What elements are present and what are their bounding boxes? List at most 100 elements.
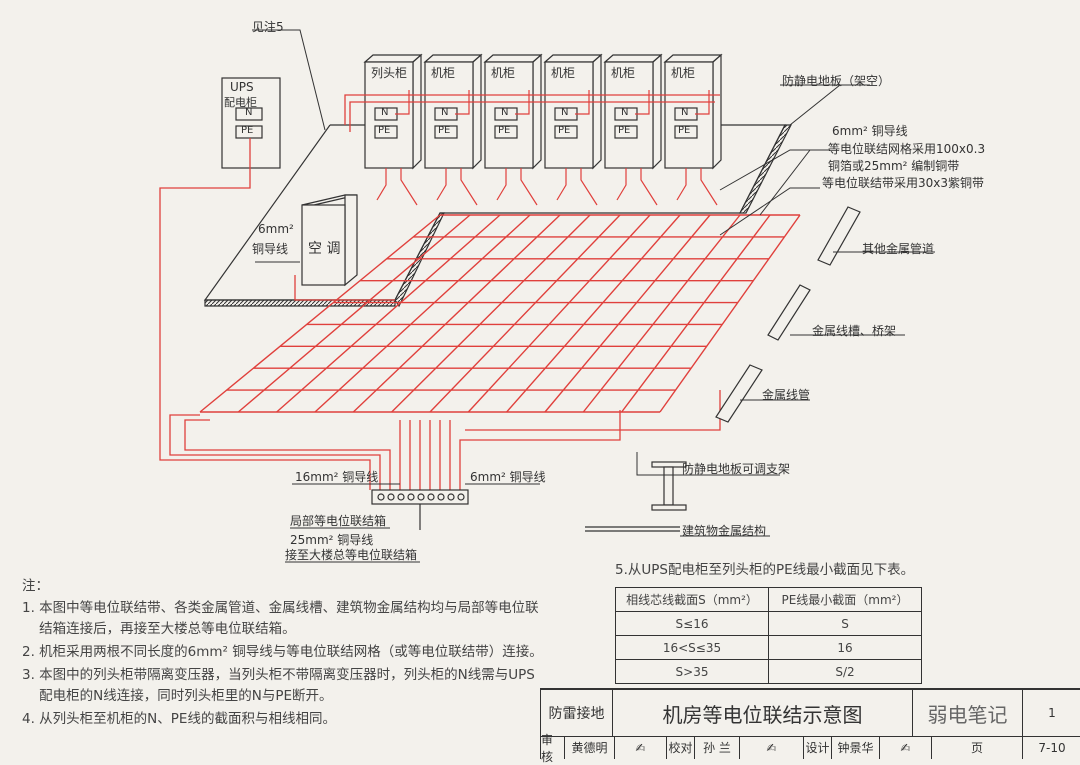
- terminal: [447, 493, 455, 501]
- antistatic-floor-label: 防静电地板（架空）: [782, 74, 891, 88]
- copper-16mm-label: 16mm² 铜导线: [295, 470, 379, 484]
- reviewer: 黄德明: [565, 736, 615, 759]
- ups-label-2: 配电柜: [224, 96, 257, 109]
- grid-line: [314, 214, 531, 413]
- equipotential-grid: [199, 214, 801, 413]
- pe-terminal-label: PE: [438, 125, 451, 136]
- cabinet-label: 列头柜: [371, 66, 408, 80]
- air-conditioner: [301, 194, 358, 287]
- cell: S≤16: [615, 611, 769, 636]
- grid-line: [621, 214, 771, 413]
- local-bonding-box: [371, 489, 469, 530]
- floor-support: [585, 461, 687, 532]
- note-line: 配电柜的N线连接，同时列头柜里的N与PE断开。: [22, 688, 333, 704]
- cell: 16<S≤35: [615, 635, 769, 660]
- grid-line: [391, 214, 591, 413]
- n-terminal-label: N: [501, 107, 509, 118]
- notes-title: 注：: [22, 578, 49, 594]
- head-cabinet: [363, 53, 423, 206]
- pe-terminal-label: PE: [558, 125, 571, 136]
- grid-line: [506, 214, 681, 413]
- strip-spec-label: 等电位联结带采用30x3紫铜带: [822, 176, 985, 190]
- ac-copper-label: 6mm²: [258, 222, 294, 236]
- ac-copper-label-2: 铜导线: [252, 242, 289, 256]
- cell: 16: [768, 635, 922, 660]
- note-line: 1. 本图中等电位联结带、各类金属管道、金属线槽、建筑物金属结构均与局部等电位联: [22, 600, 539, 616]
- check-label: 校对: [667, 736, 695, 759]
- terminal: [387, 493, 395, 501]
- ups-pe-label: PE: [241, 125, 254, 136]
- grid-line: [429, 214, 621, 413]
- terminal: [377, 493, 385, 501]
- cell: S>35: [615, 659, 769, 684]
- floor-support-label: 防静电地板可调支架: [682, 462, 791, 476]
- title-block: 防雷接地 机房等电位联结示意图 弱电笔记 1 审核 黄德明 ✍ 校对 孙 兰 ✍…: [540, 688, 1080, 764]
- table-header: PE线最小截面（mm²）: [768, 587, 922, 612]
- n-terminal-label: N: [441, 107, 449, 118]
- note-line: 结箱连接后，再接至大楼总等电位联结箱。: [22, 621, 296, 637]
- n-terminal-label: N: [381, 107, 389, 118]
- cabinet-row: [363, 53, 723, 206]
- note-line: 3. 本图中的列头柜带隔离变压器，当列头柜不带隔离变压器时，列头柜的N线需与UP…: [22, 667, 535, 683]
- air-conditioner-label: 空 调: [308, 241, 341, 257]
- grid-line: [199, 214, 441, 413]
- drawing-title: 机房等电位联结示意图: [613, 690, 913, 736]
- cabinet-label: 机柜: [431, 66, 456, 80]
- foil-spec-label: 铜箔或25mm² 编制铜带: [828, 159, 960, 173]
- grid-line: [352, 214, 561, 413]
- note-line: 4. 从列头柜至机柜的N、PE线的截面积与相线相同。: [22, 711, 336, 727]
- ups-cabinet: [221, 77, 281, 169]
- cabinet-label: 机柜: [611, 66, 636, 80]
- terminal: [437, 493, 445, 501]
- grid-line: [544, 214, 711, 413]
- checker: 孙 兰: [695, 736, 740, 759]
- note-5: 5.从UPS配电柜至列头柜的PE线最小截面见下表。: [615, 562, 915, 578]
- building-metal-label: 建筑物金属结构: [682, 524, 767, 538]
- checker-signature: ✍: [740, 736, 804, 759]
- grid-line: [276, 214, 501, 413]
- n-terminal-label: N: [621, 107, 629, 118]
- page-number: 7-10: [1038, 740, 1066, 755]
- watermark: 弱电笔记: [913, 690, 1023, 736]
- n-terminal-label: N: [681, 107, 689, 118]
- leader-lines: [252, 29, 935, 563]
- n-terminal-label: N: [561, 107, 569, 118]
- cabinet: [423, 53, 483, 206]
- cabinet: [603, 53, 663, 206]
- category: 防雷接地: [541, 690, 613, 736]
- cell: S/2: [768, 659, 922, 684]
- drawing-no: 1: [1048, 706, 1056, 720]
- grid-line: [582, 214, 741, 413]
- cabinet-label: 机柜: [491, 66, 516, 80]
- cabinet: [663, 53, 723, 206]
- pe-terminal-label: PE: [378, 125, 391, 136]
- grid-line: [237, 214, 471, 413]
- page-label: 页: [932, 736, 1023, 759]
- copper-25mm-label: 25mm² 铜导线: [290, 533, 374, 547]
- trays-label: 金属线槽、桥架: [812, 324, 897, 338]
- designer-signature: ✍: [880, 736, 932, 759]
- table-header: 相线芯线截面S（mm²）: [615, 587, 769, 612]
- copper-6mm-label: 6mm² 铜导线: [832, 124, 908, 138]
- local-box-label: 局部等电位联结箱: [290, 514, 387, 528]
- to-main-box-label: 接至大楼总等电位联结箱: [285, 548, 418, 562]
- copper-6mm-b-label: 6mm² 铜导线: [470, 470, 546, 484]
- design-label: 设计: [804, 736, 832, 759]
- terminal: [417, 493, 425, 501]
- grid-line: [467, 214, 651, 413]
- cabinet-label: 机柜: [671, 66, 696, 80]
- see-note-label: 见注5: [252, 20, 284, 34]
- designer: 钟景华: [832, 736, 880, 759]
- pe-terminal-label: PE: [618, 125, 631, 136]
- pe-terminal-label: PE: [678, 125, 691, 136]
- grid-line: [659, 214, 801, 413]
- cell: S: [768, 611, 922, 636]
- terminal: [397, 493, 405, 501]
- ups-label: UPS: [230, 80, 254, 94]
- cabinet: [483, 53, 543, 206]
